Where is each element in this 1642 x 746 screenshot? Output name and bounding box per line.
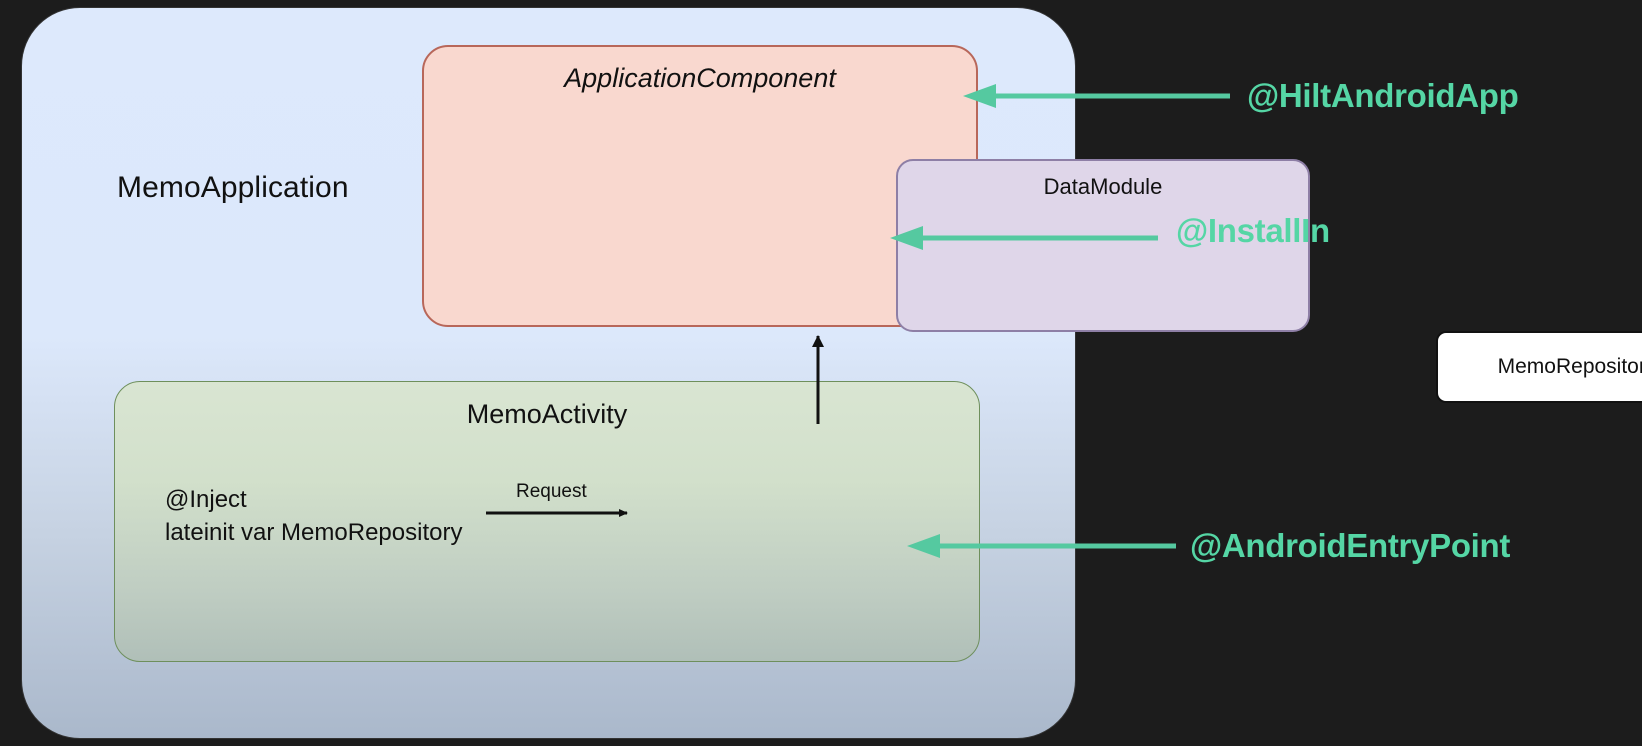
- memo-application-label: MemoApplication: [117, 171, 349, 204]
- application-component-box: ApplicationComponent DataModule MemoRepo…: [422, 45, 1642, 403]
- memo-activity-label: MemoActivity: [466, 399, 628, 429]
- data-module-box: DataModule MemoRepository: [896, 159, 1642, 403]
- inject-property-line: lateinit var MemoRepository: [165, 519, 463, 547]
- request-arrow-label: Request: [516, 481, 587, 502]
- application-component-label: ApplicationComponent: [564, 63, 836, 93]
- inject-code-block: @Inject lateinit var MemoRepository: [165, 483, 462, 549]
- memo-application-box: MemoApplication ApplicationComponent Dat…: [22, 8, 1642, 738]
- inject-annotation-line: @Inject: [165, 486, 247, 513]
- annotation-android-entry-point: @AndroidEntryPoint: [1190, 527, 1511, 564]
- memo-repository-box: MemoRepository: [1436, 331, 1642, 403]
- annotation-hilt-android-app: @HiltAndroidApp: [1247, 77, 1519, 114]
- memo-repository-label: MemoRepository: [1497, 355, 1642, 378]
- memo-activity-box: MemoActivity @Inject lateinit var MemoRe…: [114, 381, 980, 662]
- annotation-install-in: @InstallIn: [1176, 212, 1330, 249]
- data-module-label: DataModule: [1043, 174, 1163, 199]
